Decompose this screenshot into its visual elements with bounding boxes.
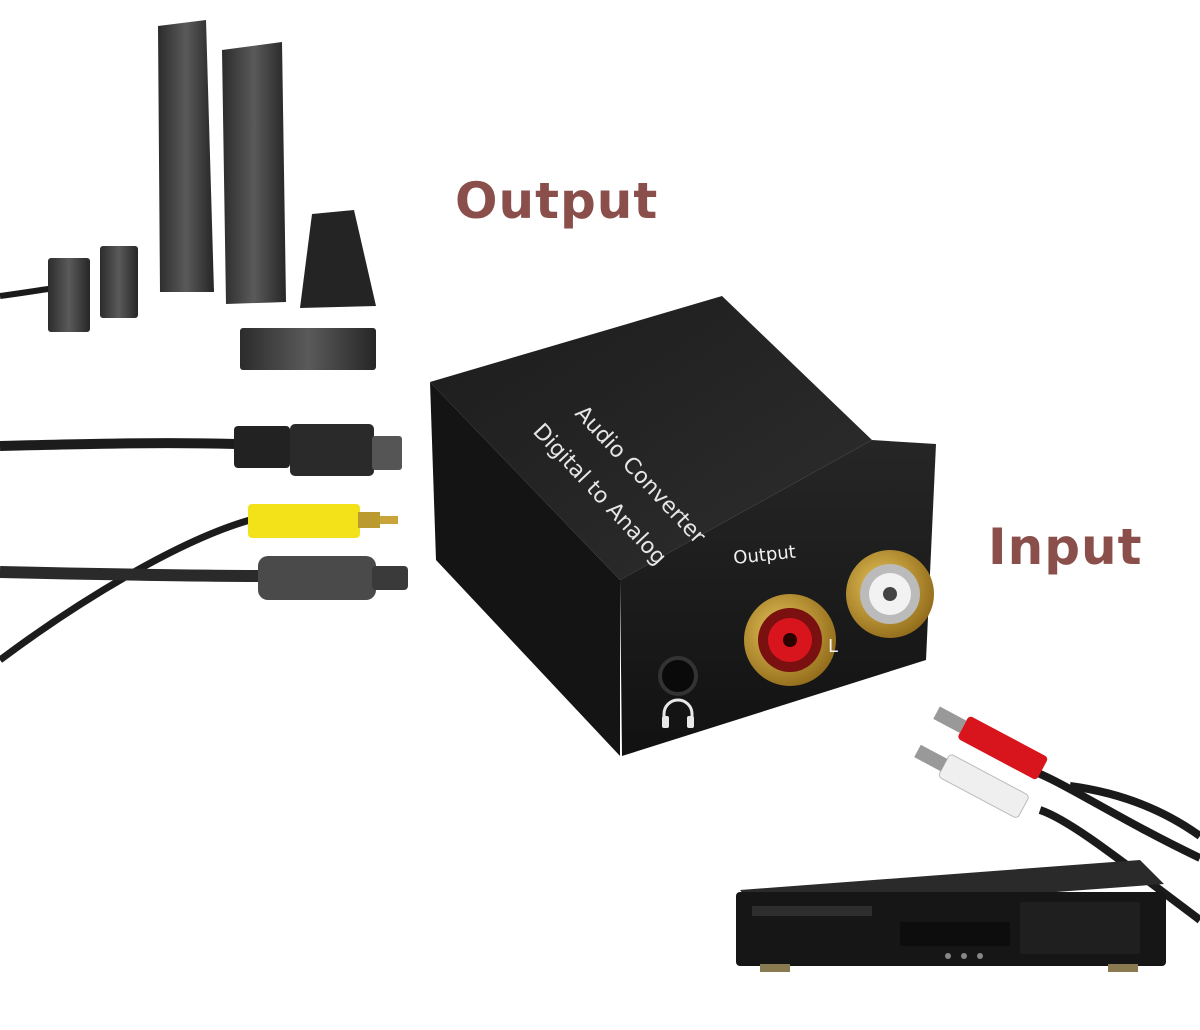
- rca-cable-pair: [914, 706, 1200, 924]
- hdmi-plug: [234, 426, 290, 468]
- input-callout: Input: [988, 518, 1143, 576]
- device-side: [430, 382, 620, 756]
- dvd-player: [736, 860, 1166, 972]
- satellite-speaker: [48, 258, 90, 332]
- device-top: [430, 296, 872, 580]
- satellite-speaker: [100, 246, 138, 318]
- channel-label: L: [828, 636, 838, 657]
- converter-device: Digital to Analog Audio Converter Output…: [430, 296, 936, 756]
- subwoofer: [300, 210, 376, 308]
- headphone-icon: [662, 698, 694, 728]
- center-speaker: [240, 328, 376, 370]
- cables-left: [0, 424, 408, 663]
- optical-plug: [258, 556, 376, 600]
- rca-red-plug: [958, 716, 1048, 780]
- rca-yellow-plug: [248, 504, 360, 538]
- speaker-set: [0, 20, 376, 370]
- headphone-jack: [658, 656, 698, 696]
- rca-jack-white: [846, 550, 934, 638]
- output-callout: Output: [455, 172, 659, 230]
- tower-speaker: [158, 20, 214, 292]
- rca-jack-red: [744, 594, 836, 686]
- tower-speaker: [222, 42, 286, 304]
